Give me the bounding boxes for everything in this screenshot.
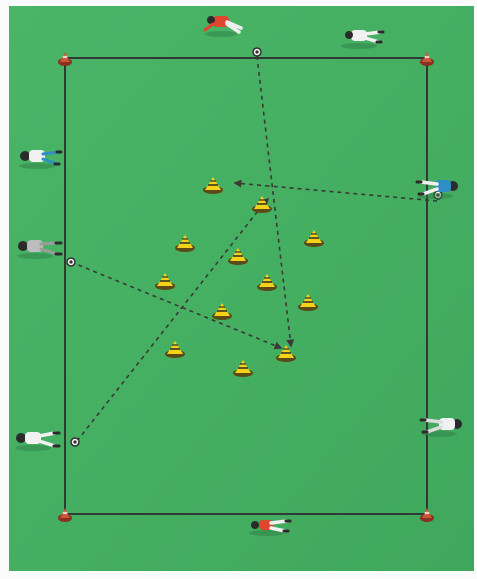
- grass-field: [9, 6, 474, 571]
- ball-icon: [253, 48, 261, 56]
- ball-icon: [67, 258, 75, 266]
- ball-icon: [71, 438, 79, 446]
- drill-diagram: [9, 6, 474, 571]
